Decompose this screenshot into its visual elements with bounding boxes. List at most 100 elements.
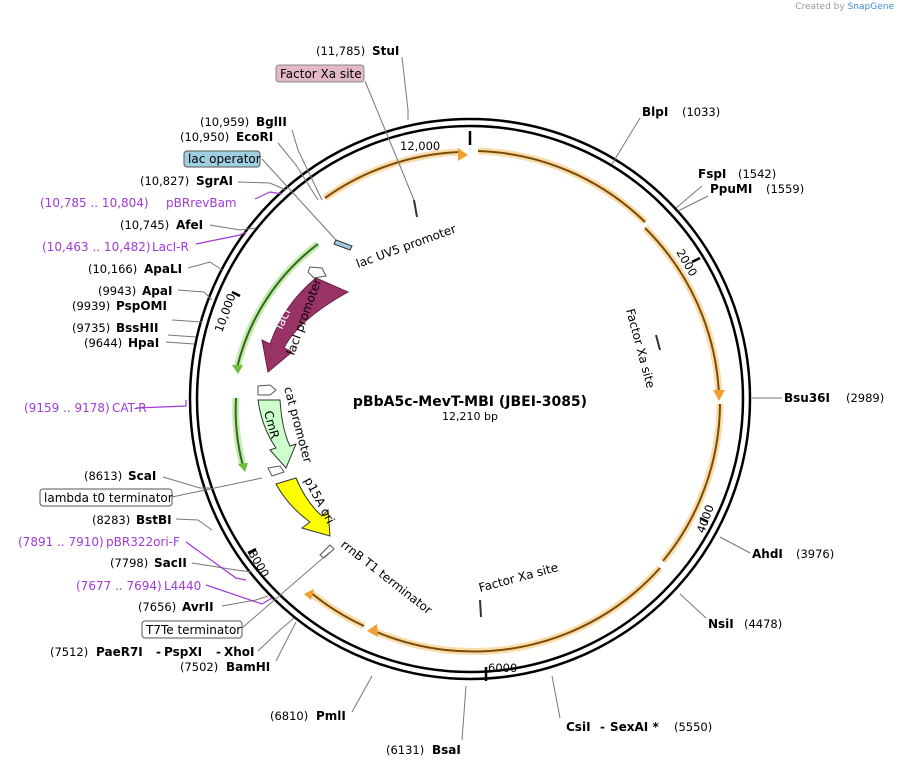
sexai-name: SexAI * xyxy=(610,720,659,734)
ppumi-name: PpuMI xyxy=(710,182,752,196)
primer-line-l4440 xyxy=(205,584,273,605)
laci-r-name: LacI-R xyxy=(152,240,189,254)
apali-name: ApaLI xyxy=(144,262,182,276)
bsai-name: BsaI xyxy=(432,743,461,757)
factor-xa-mark-3 xyxy=(479,599,482,618)
pbrrevbam-name: pBRrevBam xyxy=(166,196,237,210)
rrnb-terminator-label: rrnB T1 terminator xyxy=(338,537,435,617)
fspi-pos: (1542) xyxy=(738,167,776,181)
orf-arc-glow-4 xyxy=(660,403,724,564)
paer7i-name: PaeR7I xyxy=(96,645,143,659)
tick-10000 xyxy=(231,290,241,298)
plasmid-length: 12,210 bp xyxy=(442,410,498,423)
primer-line-cat-r xyxy=(135,400,187,409)
paer7i-pos: (7512) xyxy=(50,645,88,659)
leader-bstbi xyxy=(175,518,213,531)
orf-arc-5 xyxy=(371,567,661,653)
ahdi-pos: (3976) xyxy=(796,547,834,561)
leader-bsai xyxy=(461,685,467,741)
sep-1: - xyxy=(156,645,161,659)
primer-labels: (10,785 .. 10,804) pBRrevBam (10,463 .. … xyxy=(18,196,237,593)
nsii-pos: (4478) xyxy=(744,617,782,631)
ecori-name: EcoRI xyxy=(236,130,273,144)
green-arrow-1 xyxy=(232,365,243,374)
blpi-pos: (1033) xyxy=(682,105,720,119)
sgrai-pos: (10,827) xyxy=(140,174,189,188)
pbrrevbam-range: (10,785 .. 10,804) xyxy=(40,196,149,210)
leader-ahdi xyxy=(719,536,751,554)
green-arrow-2 xyxy=(238,463,248,472)
sep-2: - xyxy=(216,645,221,659)
tick-8000 xyxy=(247,547,257,555)
stui-pos: (11,785) xyxy=(316,44,365,58)
cmr-small-arrow xyxy=(267,465,285,477)
pspomi-pos: (9939) xyxy=(72,299,110,313)
cmr-gene xyxy=(257,399,297,469)
leader-factor-xa-top xyxy=(364,80,415,201)
bsshii-name: BssHII xyxy=(116,321,158,335)
snapgene-logo: SnapGene xyxy=(847,2,894,12)
backbone-inner-circle xyxy=(195,124,745,674)
leader-bglii xyxy=(291,129,323,201)
leader-xhoi xyxy=(257,617,295,652)
l4440-name: L4440 xyxy=(164,579,201,593)
bsu36i-name: Bsu36I xyxy=(784,391,830,405)
bstbi-pos: (8283) xyxy=(92,513,130,527)
orf-arc-4 xyxy=(662,403,721,562)
afei-name: AfeI xyxy=(176,218,203,232)
leader-pmli xyxy=(351,675,373,713)
green-arc-1 xyxy=(236,243,319,369)
orf-arrow-3 xyxy=(713,390,725,401)
l4440-range: (7677 .. 7694) xyxy=(76,579,162,593)
leader-ppumi xyxy=(677,195,709,212)
leader-lac-operator xyxy=(261,158,337,241)
laci-promoter-arrow xyxy=(307,266,327,279)
avrii-name: AvrII xyxy=(182,600,214,614)
boxed-features: Factor Xa site lac operator lambda t0 te… xyxy=(39,64,365,639)
hpai-pos: (9644) xyxy=(84,336,122,350)
pmli-pos: (6810) xyxy=(270,709,308,723)
factor-xa-box xyxy=(275,64,365,83)
orf-arrow-6 xyxy=(304,589,314,600)
tick-4000 xyxy=(699,516,709,524)
rrnb-terminator-mark xyxy=(319,544,335,559)
leader-csii xyxy=(551,675,561,719)
leader-bsshii xyxy=(167,334,197,338)
sacii-name: SacII xyxy=(154,556,187,570)
sgrai-name: SgrAI xyxy=(196,174,233,188)
primer-line-pbr322ori xyxy=(185,541,247,581)
leader-sacii xyxy=(191,562,253,573)
primer-lines xyxy=(135,191,283,605)
cat-r-name: CAT-R xyxy=(112,401,147,415)
pspomi-name: PspOMI xyxy=(116,299,167,313)
leader-bamhi xyxy=(275,621,297,662)
leader-fspi xyxy=(675,185,703,209)
orf-arrow-1 xyxy=(458,148,468,161)
csii-name: CsiI xyxy=(566,720,591,734)
plasmid-name: pBbA5c-MevT-MBI (JBEI-3085) xyxy=(353,394,587,410)
primer-line-laci-r xyxy=(195,231,247,245)
backbone-outer-circle xyxy=(188,117,752,681)
sacii-pos: (7798) xyxy=(110,556,148,570)
laci-r-range: (10,463 .. 10,482) xyxy=(42,240,151,254)
factor-xa-box-label: Factor Xa site xyxy=(280,67,362,81)
bamhi-name: BamHI xyxy=(226,660,270,674)
snapgene-credit: Created by SnapGene xyxy=(795,2,894,12)
afei-pos: (10,745) xyxy=(120,218,169,232)
leader-blpi xyxy=(611,117,641,165)
pspxi-name: PspXI xyxy=(164,645,202,659)
nsii-name: NsiI xyxy=(708,617,734,631)
bglii-name: BglII xyxy=(256,115,287,129)
leader-t7te xyxy=(241,551,331,629)
factor-xa-inner-label-2: Factor Xa site xyxy=(477,560,559,595)
fspi-name: FspI xyxy=(698,167,726,181)
lac-uv5-promoter-label: lac UV5 promoter xyxy=(354,222,458,271)
avrii-pos: (7656) xyxy=(138,600,176,614)
leader-lines xyxy=(162,56,782,741)
lac-operator-box-label: lac operator xyxy=(188,152,261,166)
tick-label-6000: 6000 xyxy=(488,661,517,675)
bglii-pos: (10,959) xyxy=(200,115,249,129)
lac-operator-box xyxy=(183,150,261,168)
leader-avrii xyxy=(221,595,269,607)
